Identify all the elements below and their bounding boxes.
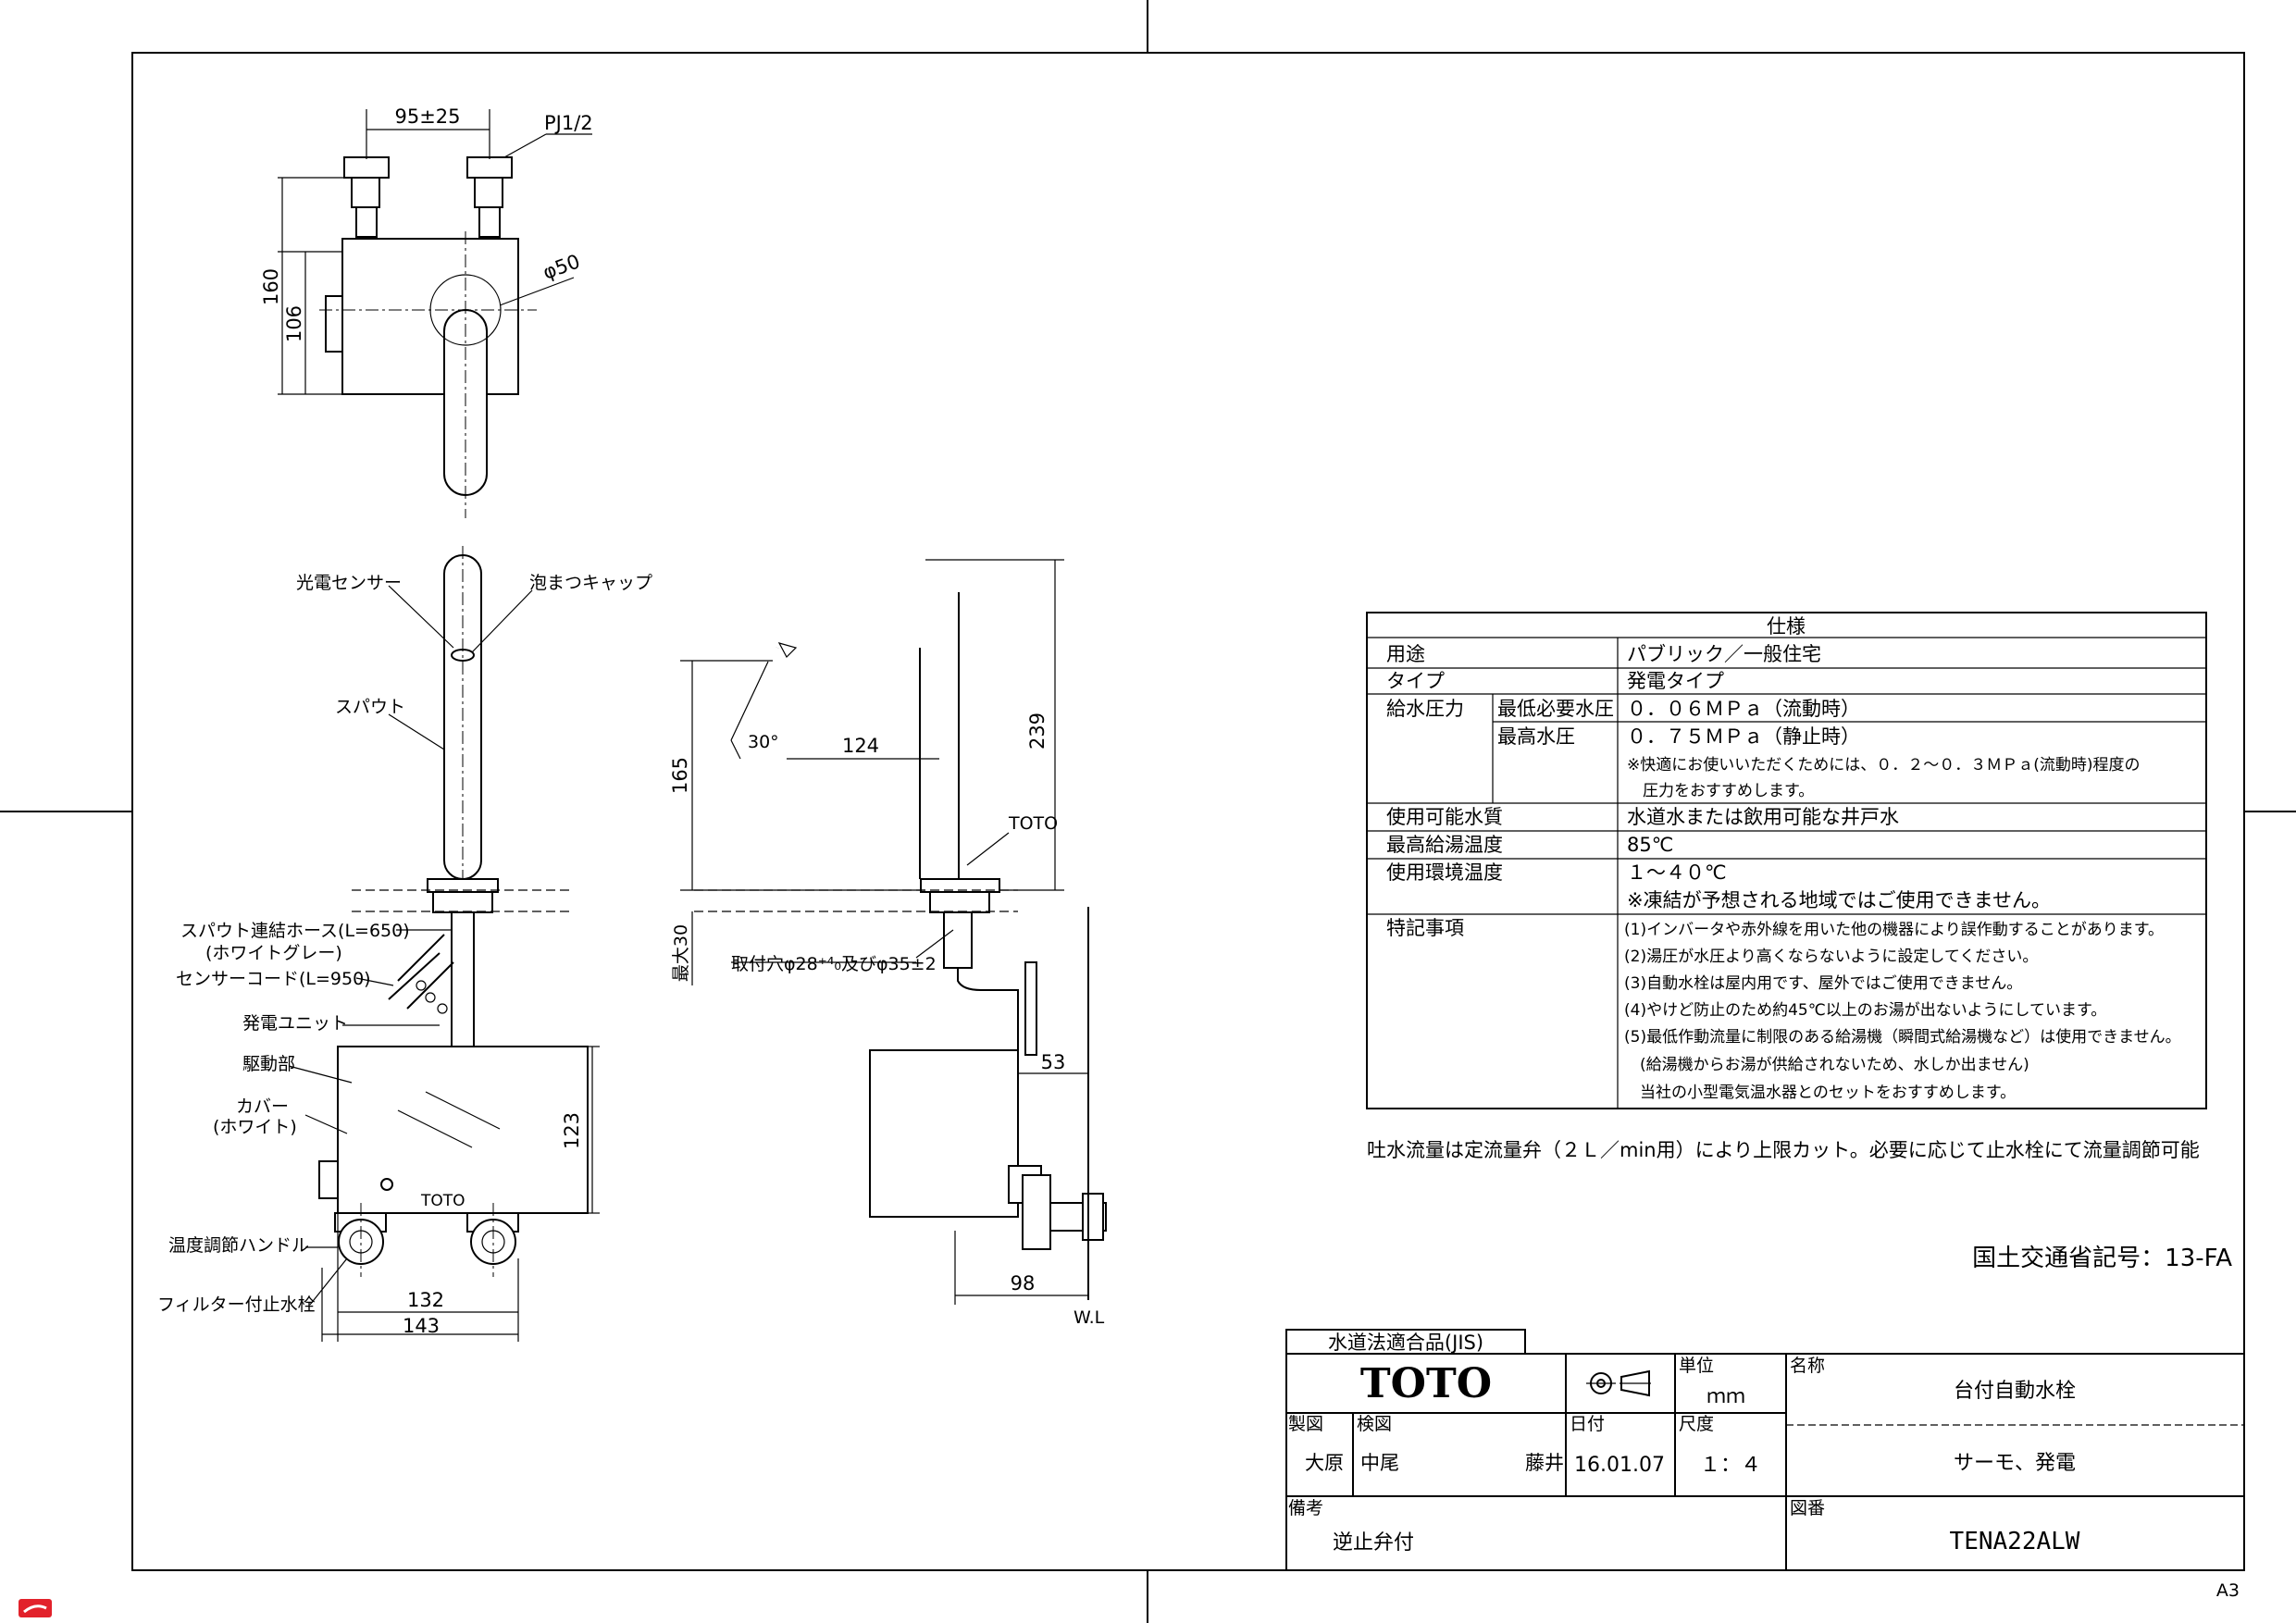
dim-max-thickness: 最大30 (671, 924, 691, 982)
spec-value-type: 発電タイプ (1627, 670, 1724, 692)
subname-value: サーモ、発電 (1954, 1452, 2076, 1475)
label-sensor-cord: センサーコード(L=950) (176, 969, 371, 989)
spec-value-env-temp: １～４０℃ (1627, 861, 1727, 884)
dim-height-body: 106 (283, 305, 305, 342)
checked-label: 検図 (1357, 1414, 1392, 1434)
spec-note-5: (5)最低作動流量に制限のある給湯機（瞬間式給湯機など）は使用できません。 (1624, 1027, 2181, 1047)
spec-value-max-pressure: ０．７５ＭＰａ（静止時） (1627, 725, 1860, 748)
remarks-value: 逆止弁付 (1333, 1531, 1414, 1555)
dim-height-total: 239 (1026, 712, 1049, 750)
front-view: TOTO 光電センサー 泡まつキャップ スパウト スパウト連結ホース(L=650… (157, 546, 652, 1342)
sheet-size: A3 (2216, 1580, 2240, 1601)
spec-note-4: (4)やけど防止のため約45℃以上のお湯が出ないようにしています。 (1624, 1001, 2106, 1020)
spec-sub-min-pressure: 最低必要水圧 (1497, 698, 1614, 720)
drawn-label: 製図 (1288, 1414, 1323, 1434)
spec-note-pressure-1: ※快適にお使いいただくためには、０．２～０．３ＭＰａ(流動時)程度の (1627, 755, 2141, 774)
side-view: W.L TOTO 30° 124 239 165 最大30 取付穴φ28⁺⁴₀及… (669, 532, 1107, 1328)
spec-label-water: 使用可能水質 (1386, 806, 1503, 828)
spec-label-pressure: 給水圧力 (1386, 698, 1464, 720)
label-aerator: 泡まつキャップ (529, 573, 652, 593)
label-hose-color: (ホワイトグレー) (205, 943, 342, 963)
drawn-value: 大原 (1305, 1452, 1344, 1474)
spec-label-max-temp: 最高給湯温度 (1386, 834, 1503, 856)
dim-angle: 30° (748, 732, 779, 752)
spec-sub-max-pressure: 最高水圧 (1497, 725, 1575, 748)
scale-label: 尺度 (1679, 1414, 1714, 1434)
checked-value-2: 藤井 (1525, 1452, 1564, 1474)
spec-value-water: 水道水または飲用可能な井戸水 (1627, 806, 1899, 828)
spec-note-7: 当社の小型電気温水器とのセットをおすすめします。 (1624, 1084, 2016, 1102)
dim-bottom-width: 98 (1011, 1272, 1036, 1295)
spec-title: 仕様 (1767, 615, 1806, 638)
dim-reach: 124 (842, 735, 879, 757)
spec-note-env-temp: ※凍結が予想される地域ではご使用できません。 (1627, 889, 2051, 911)
dim-diameter: φ50 (540, 250, 583, 283)
dim-thread: PJ1/2 (544, 112, 593, 134)
spec-value-use: パブリック／一般住宅 (1627, 643, 1821, 665)
mounting-hole: 取付穴φ28⁺⁴₀及びφ35±2 (731, 954, 937, 974)
date-label: 日付 (1570, 1414, 1605, 1434)
label-spout: スパウト (335, 697, 405, 717)
spec-note-pressure-2: 圧力をおすすめします。 (1627, 782, 1814, 800)
date-value: 16.01.07 (1574, 1454, 1665, 1477)
name-label: 名称 (1790, 1356, 1825, 1376)
dim-unit-height: 123 (561, 1112, 583, 1149)
title-block: 水道法適合品(JIS) TOTO 単位 ｍｍ 名称 台付自動水栓 サーモ、発電 … (1285, 1329, 2245, 1571)
spec-note-3: (3)自動水栓は屋内用です、屋外ではご使用できません。 (1624, 973, 2022, 993)
wall-line: W.L (1074, 1307, 1105, 1328)
spec-label-use: 用途 (1386, 643, 1425, 665)
unit-brand: TOTO (420, 1192, 465, 1210)
side-brand: TOTO (1008, 813, 1058, 834)
spec-note-6: (給湯機からお湯が供給されないため、水しか出ません) (1624, 1056, 2029, 1074)
checked-value-1: 中尾 (1360, 1452, 1399, 1474)
top-view: 95±25 PJ1/2 φ50 160 106 (260, 105, 593, 518)
scale-value: １：４ (1700, 1454, 1761, 1477)
label-filter-valve: フィルター付止水栓 (157, 1295, 316, 1315)
dim-height-total: 160 (260, 268, 282, 305)
spec-label-env-temp: 使用環境温度 (1386, 861, 1503, 884)
name-value: 台付自動水栓 (1954, 1380, 2076, 1403)
spec-label-notes: 特記事項 (1386, 917, 1464, 939)
label-drive: 駆動部 (242, 1054, 295, 1074)
corner-logo-icon (19, 1599, 52, 1617)
spec-value-min-pressure: ０．０６ＭＰａ（流動時） (1627, 698, 1860, 720)
mlit-code: 国土交通省記号：13-FA (1972, 1245, 2232, 1272)
spec-table: 仕様 用途 パブリック／一般住宅 タイプ 発電タイプ 給水圧力 最低必要水圧 ０… (1366, 612, 2207, 1109)
dim-height-outlet: 165 (669, 757, 691, 794)
dwg-value: TENA22ALW (1950, 1528, 2080, 1555)
flow-note: 吐水流量は定流量弁（２Ｌ／min用）により上限カット。必要に応じて止水栓にて流量… (1367, 1139, 2200, 1161)
dim-width-outer: 143 (403, 1315, 440, 1337)
spec-note-1: (1)インバータや赤外線を用いた他の機器により誤作動することがあります。 (1624, 921, 2164, 939)
spec-note-2: (2)湯圧が水圧より高くならないように設定してください。 (1624, 948, 2038, 966)
dwg-label: 図番 (1790, 1498, 1825, 1518)
label-sensor: 光電センサー (296, 573, 402, 593)
jis-label: 水道法適合品(JIS) (1328, 1332, 1483, 1354)
projection-symbol-icon (1586, 1369, 1651, 1397)
dim-inlet-spacing: 95±25 (394, 105, 460, 128)
title-brand: TOTO (1360, 1360, 1492, 1407)
label-temp-handle: 温度調節ハンドル (168, 1235, 309, 1256)
remarks-label: 備考 (1288, 1498, 1323, 1518)
label-cover-color: (ホワイト) (213, 1117, 297, 1137)
dim-width-inner: 132 (407, 1289, 444, 1311)
label-cover: カバー (236, 1096, 289, 1117)
dim-wall-offset: 53 (1041, 1051, 1066, 1073)
label-generator: 発電ユニット (242, 1013, 348, 1034)
spec-label-type: タイプ (1386, 670, 1445, 692)
spec-value-max-temp: 85℃ (1627, 834, 1673, 856)
label-hose: スパウト連結ホース(L=650) (180, 921, 410, 941)
unit-value: ｍｍ (1706, 1385, 1745, 1407)
unit-label: 単位 (1679, 1356, 1714, 1376)
